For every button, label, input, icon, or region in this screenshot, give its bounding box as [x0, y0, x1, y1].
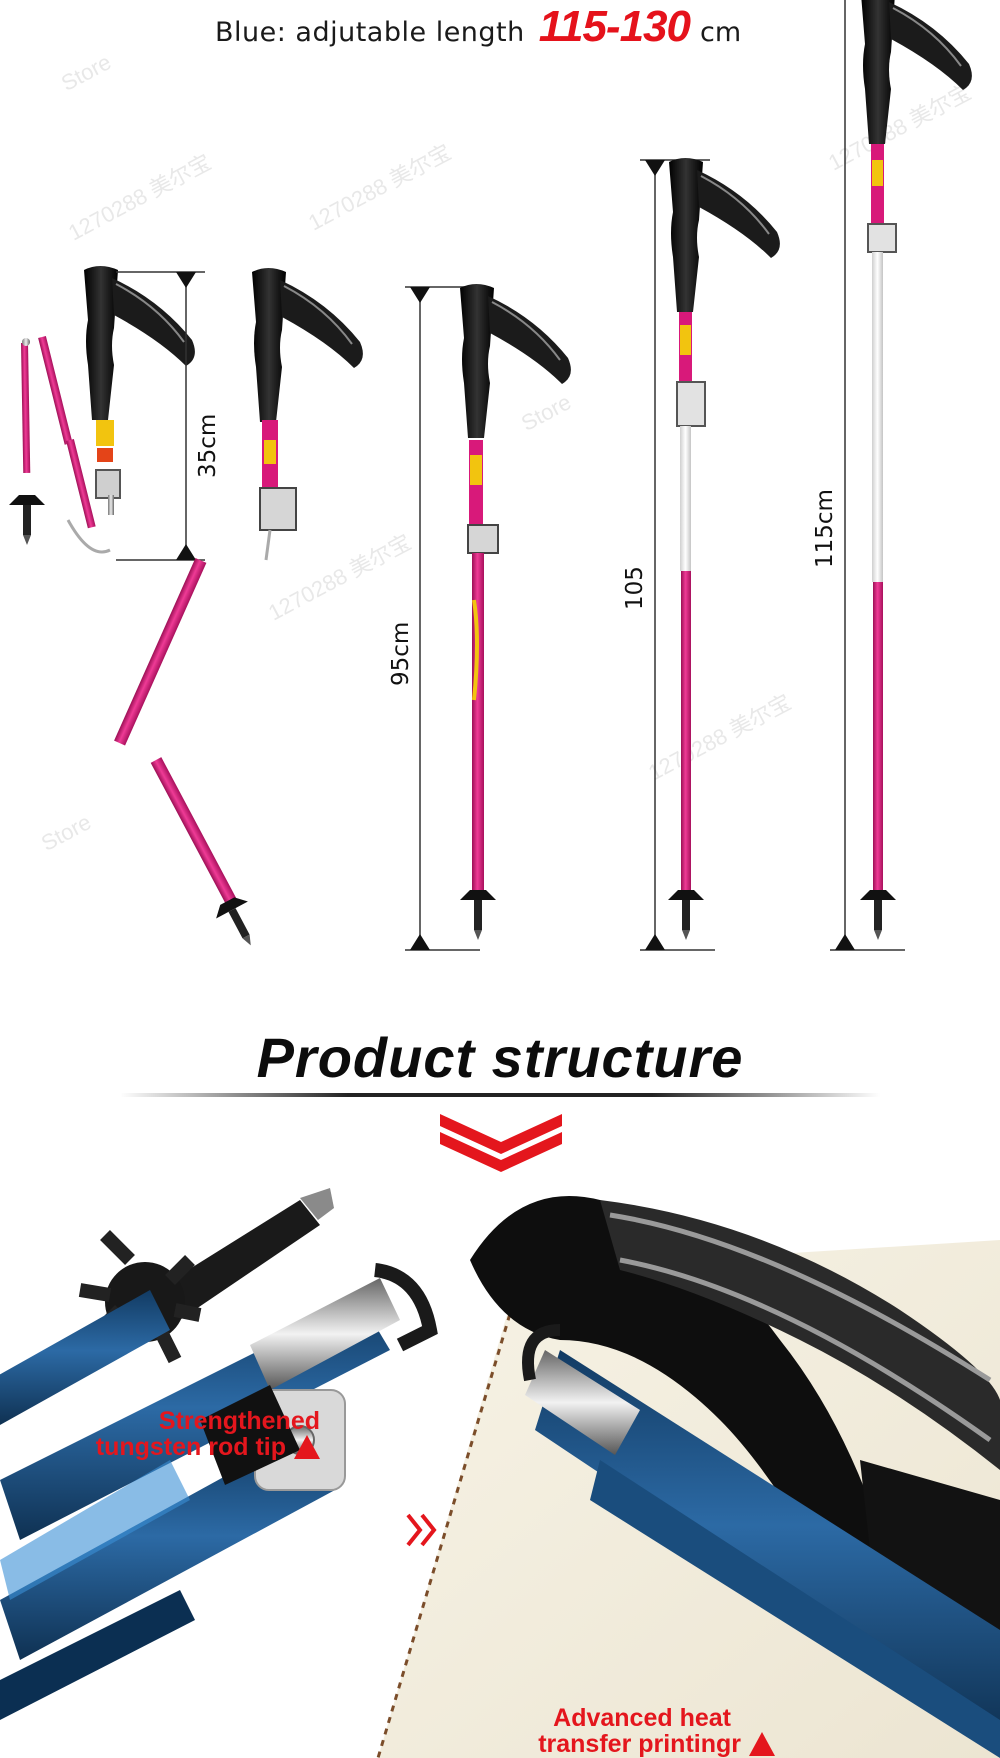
poles-illustration — [9, 0, 973, 954]
print-callout-line1: Advanced heat — [553, 1704, 731, 1732]
headline-range: 115-130 — [538, 2, 691, 51]
pole-folded — [9, 265, 196, 554]
pole-105 — [640, 157, 781, 951]
grip-closeup — [470, 1196, 1000, 1758]
title-divider — [120, 1093, 880, 1097]
headline-unit: cm — [699, 17, 742, 48]
tip-callout: Strengthened tungsten rod tip — [80, 1408, 320, 1460]
double-chevron-down-icon — [440, 1114, 562, 1172]
product-structure-heading: Product structure — [0, 1025, 1000, 1090]
pole-95 — [405, 283, 572, 951]
adjustable-length-headline: Blue: adjutable length 115-130 cm — [215, 2, 742, 51]
pole-115 — [830, 0, 973, 951]
pole-unfolding — [114, 267, 364, 954]
dim-label-95cm: 95cm — [388, 621, 414, 686]
product-closeups: Strengthened tungsten rod tip Advanced h… — [0, 1180, 1000, 1758]
headline-prefix: Blue: adjutable length — [215, 17, 525, 48]
dim-label-105: 105 — [622, 566, 648, 610]
folding-length-panel: Blue: adjutable length 115-130 cm Store … — [9, 0, 976, 954]
section-title: Product structure — [256, 1026, 744, 1089]
rod-tip-closeup — [0, 1188, 438, 1720]
dim-label-35cm: 35cm — [195, 413, 221, 478]
triangle-up-icon — [294, 1435, 320, 1459]
print-callout: Advanced heat transfer printingr — [500, 1705, 775, 1757]
tip-callout-line2: tungsten rod tip — [95, 1433, 286, 1461]
dim-label-115cm: 115cm — [812, 489, 838, 568]
triangle-up-icon — [749, 1732, 775, 1756]
print-callout-line2: transfer printingr — [538, 1730, 741, 1758]
tip-callout-line1: Strengthened — [158, 1407, 320, 1435]
dim-line-35 — [116, 271, 205, 561]
